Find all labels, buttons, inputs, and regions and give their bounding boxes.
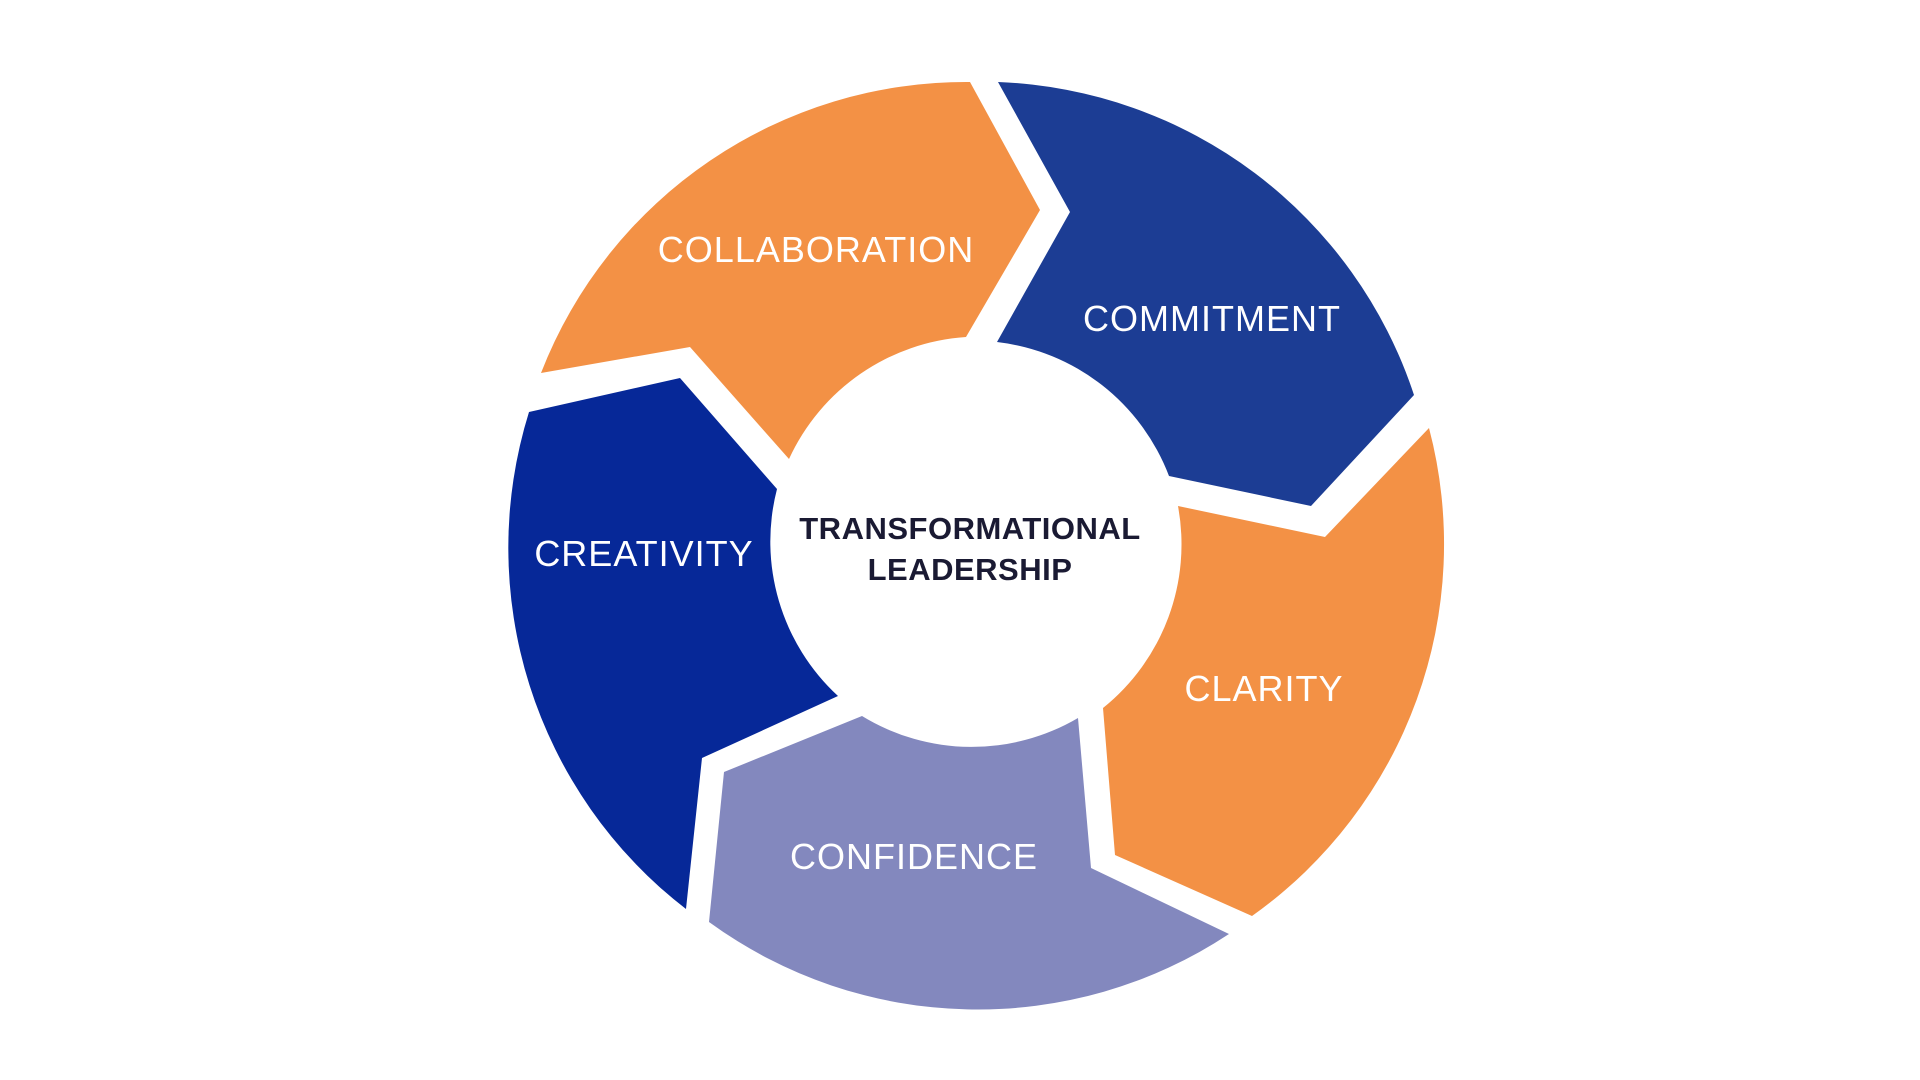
segment-commitment — [997, 82, 1414, 506]
segment-clarity — [1103, 428, 1445, 916]
center-title-line-2: LEADERSHIP — [868, 552, 1073, 587]
segment-label-confidence: CONFIDENCE — [790, 836, 1038, 877]
segment-confidence — [709, 716, 1229, 1010]
center-title-line-1: TRANSFORMATIONAL — [799, 511, 1141, 546]
segment-label-creativity: CREATIVITY — [534, 533, 753, 574]
segment-collaboration — [541, 81, 1040, 459]
segment-creativity — [508, 378, 838, 909]
segment-label-clarity: CLARITY — [1184, 668, 1343, 709]
segment-label-collaboration: COLLABORATION — [658, 229, 974, 270]
segment-label-commitment: COMMITMENT — [1083, 298, 1341, 339]
